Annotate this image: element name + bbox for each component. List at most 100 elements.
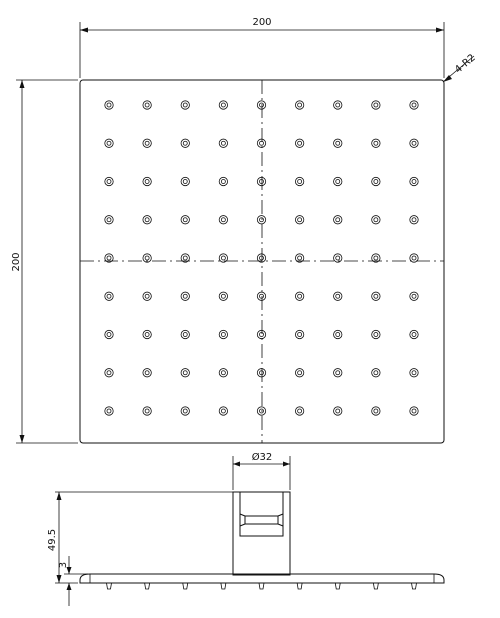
side-nozzle <box>372 582 379 590</box>
nozzle <box>409 253 419 263</box>
nozzle <box>104 176 114 187</box>
nozzle <box>371 138 381 148</box>
nozzle <box>180 291 190 301</box>
nozzle <box>256 253 267 263</box>
nozzle <box>180 253 190 263</box>
height-dimension: 200 <box>11 79 78 444</box>
nozzle <box>409 100 419 110</box>
side-view <box>79 491 445 590</box>
nozzle <box>333 406 343 416</box>
nozzle <box>180 176 190 187</box>
nozzle <box>142 176 152 187</box>
nozzle <box>256 176 267 187</box>
corner-radius-callout: 4-R2 <box>442 52 478 83</box>
nozzle <box>371 215 381 225</box>
nozzle <box>218 329 228 340</box>
plate-thickness-label: 3 <box>58 562 69 568</box>
nozzle <box>409 329 419 340</box>
nozzle <box>371 406 381 416</box>
side-nozzle <box>411 582 417 590</box>
nozzle <box>104 215 114 225</box>
nozzle <box>333 215 343 225</box>
width-dimension-label: 200 <box>252 17 271 28</box>
nozzle <box>409 176 419 187</box>
nozzle <box>409 406 419 416</box>
nozzle <box>256 329 267 340</box>
nozzle <box>142 253 152 263</box>
nozzle <box>409 215 419 225</box>
nozzle <box>256 406 267 416</box>
nozzle <box>333 368 343 378</box>
nozzle <box>371 253 381 263</box>
connector-nut <box>239 491 284 537</box>
nozzle <box>218 291 228 301</box>
nozzle <box>295 253 305 263</box>
nozzle <box>256 368 267 378</box>
total-height-label: 49.5 <box>47 529 58 551</box>
side-nozzle <box>220 582 227 590</box>
nozzle <box>180 329 190 340</box>
side-nozzle <box>106 582 112 590</box>
nozzle <box>218 100 228 110</box>
nozzle <box>256 100 267 110</box>
nozzle <box>142 406 152 416</box>
nozzle <box>142 291 152 301</box>
nozzle <box>295 368 305 378</box>
stem-diameter-label: Ø32 <box>252 451 273 463</box>
nozzle <box>104 291 114 301</box>
nozzle <box>371 100 381 110</box>
nozzle <box>104 100 114 110</box>
nozzle <box>371 368 381 378</box>
nozzle <box>409 138 419 148</box>
nozzle <box>295 100 305 110</box>
nozzle <box>142 215 152 225</box>
plate-thickness-dimension: 3 <box>58 556 88 606</box>
total-height-dimension: 49.5 <box>47 491 238 584</box>
nozzle <box>295 329 305 340</box>
side-nozzle <box>182 582 189 590</box>
nozzle <box>218 406 228 416</box>
nozzle <box>333 253 343 263</box>
top-view <box>79 79 445 444</box>
nozzle <box>295 215 305 225</box>
stem <box>232 491 291 576</box>
nozzle <box>333 291 343 301</box>
nozzle <box>142 368 152 378</box>
nozzle <box>218 215 228 225</box>
nozzle <box>142 100 152 110</box>
nozzle <box>218 368 228 378</box>
nozzle <box>295 406 305 416</box>
side-nozzle <box>296 582 303 590</box>
nozzle <box>371 176 381 187</box>
nozzle <box>104 406 114 416</box>
nozzle <box>256 138 267 148</box>
nozzle <box>180 215 190 225</box>
nozzle <box>295 176 305 187</box>
nozzle <box>295 291 305 301</box>
nozzle <box>180 138 190 148</box>
nozzle <box>104 138 114 148</box>
nozzle <box>295 138 305 148</box>
nozzle <box>142 329 152 340</box>
nozzle <box>180 368 190 378</box>
side-nozzle <box>258 582 265 590</box>
side-nozzle <box>334 582 341 590</box>
nozzle <box>409 368 419 378</box>
nozzle <box>104 329 114 340</box>
nozzle <box>218 138 228 148</box>
nozzle <box>256 291 267 301</box>
height-dimension-label: 200 <box>11 252 22 271</box>
nozzle <box>104 368 114 378</box>
nozzle <box>333 329 343 340</box>
nozzle <box>333 138 343 148</box>
nozzle <box>218 253 228 263</box>
nozzle <box>142 138 152 148</box>
nozzle <box>218 176 228 187</box>
nut-groove <box>239 513 284 527</box>
nozzle <box>371 329 381 340</box>
nozzle <box>180 406 190 416</box>
nozzle <box>104 253 114 263</box>
nozzle <box>371 291 381 301</box>
nozzle <box>256 215 267 225</box>
